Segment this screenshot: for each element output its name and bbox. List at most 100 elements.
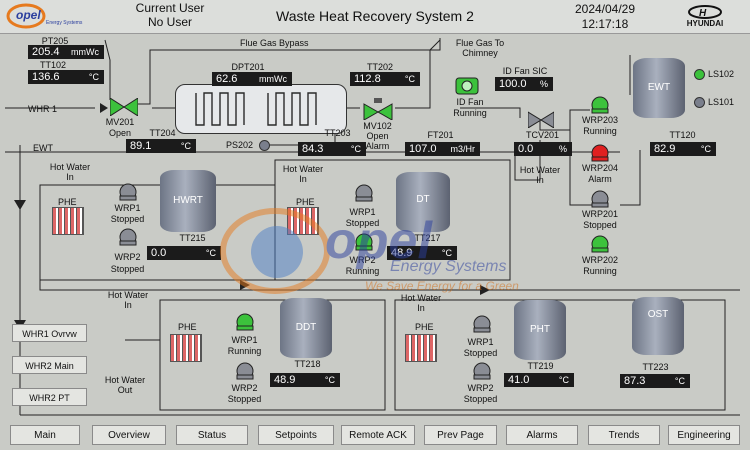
- wrp201-label: WRP201: [581, 209, 618, 219]
- dt-phe-label: PHE: [296, 197, 315, 207]
- mv102-state: Open: [366, 131, 389, 141]
- current-user-label: Current User: [135, 1, 205, 15]
- ddt-phe-label: PHE: [178, 322, 197, 332]
- tt202-display: 112.8°C: [350, 72, 420, 86]
- tt204-display: 89.1°C: [126, 139, 196, 153]
- nav-status-button[interactable]: Status: [176, 425, 248, 445]
- flue-gas-to-chimney-label: Flue Gas To Chimney: [455, 38, 505, 58]
- pht-wrp1-state: Stopped: [463, 348, 498, 358]
- right-hot-water-in: Hot Water In: [519, 165, 561, 185]
- dt-phe-exchanger[interactable]: [287, 207, 319, 235]
- wrp203-pump-icon[interactable]: [588, 96, 612, 114]
- page-title: Waste Heat Recovery System 2: [276, 8, 474, 24]
- ddt-wrp1-label: WRP1: [231, 335, 258, 345]
- ost-tt223-label: TT223: [642, 362, 669, 372]
- tt202-label: TT202: [366, 62, 393, 72]
- ps202-indicator: [259, 140, 270, 151]
- hwrt-wrp2-state: Stopped: [110, 264, 145, 274]
- pht-tank[interactable]: PHT: [514, 300, 566, 360]
- dt-wrp1-state: Stopped: [345, 218, 380, 228]
- wrp203-label: WRP203: [581, 115, 618, 125]
- id-fan-label: ID Fan: [456, 97, 484, 107]
- tcv201-valve-icon[interactable]: [528, 108, 554, 128]
- ddt-wrp2-pump-icon[interactable]: [233, 362, 257, 380]
- ost-tank[interactable]: OST: [632, 297, 684, 355]
- whr1-label: WHR 1: [28, 104, 57, 114]
- hwrt-wrp1-label: WRP1: [114, 203, 141, 213]
- header-bar: opel Energy Systems Current User No User…: [0, 0, 750, 34]
- nav-setpoints-button[interactable]: Setpoints: [258, 425, 334, 445]
- nav-whr2-main[interactable]: WHR2 Main: [12, 356, 87, 374]
- dt-tank[interactable]: DT: [396, 172, 450, 232]
- ls102-indicator: [694, 69, 705, 80]
- mv201-valve-icon[interactable]: [110, 98, 138, 116]
- wrp204-label: WRP204: [581, 163, 618, 173]
- nav-whr1-overview[interactable]: WHR1 Ovrvw: [12, 324, 87, 342]
- nav-trends-button[interactable]: Trends: [588, 425, 660, 445]
- hwrt-tt215-display: 0.0°C: [147, 246, 221, 260]
- tcv201-display: 0.0%: [514, 142, 572, 156]
- mv102-label: MV102: [363, 121, 392, 131]
- nav-engineering-button[interactable]: Engineering: [668, 425, 740, 445]
- pht-wrp1-pump-icon[interactable]: [470, 315, 494, 333]
- date-display: 2024/04/29: [574, 2, 636, 16]
- pht-phe-exchanger[interactable]: [405, 334, 437, 362]
- tt102-display: 136.6°C: [28, 70, 104, 84]
- dt-hot-water-in: Hot Water In: [282, 164, 324, 184]
- ls102-label: LS102: [708, 69, 735, 79]
- nav-overview-button[interactable]: Overview: [92, 425, 166, 445]
- mv102-valve-icon[interactable]: [362, 98, 394, 120]
- flue-gas-bypass-label: Flue Gas Bypass: [240, 38, 309, 48]
- dt-tt217-label: TT217: [414, 233, 441, 243]
- wrp201-state: Stopped: [583, 220, 617, 230]
- hyundai-logo: H HYUNDAI: [686, 5, 724, 28]
- svg-text:opel: opel: [16, 8, 41, 22]
- ddt-hot-water-out: Hot Water Out: [104, 375, 146, 395]
- hwrt-phe-exchanger[interactable]: [52, 207, 84, 235]
- wrp204-state: Alarm: [588, 174, 612, 184]
- hwrt-hot-water-in: Hot Water In: [49, 162, 91, 182]
- pht-wrp2-state: Stopped: [463, 394, 498, 404]
- dpt201-label: DPT201: [231, 62, 265, 72]
- pt205-label: PT205: [41, 36, 69, 46]
- wrp201-pump-icon[interactable]: [588, 190, 612, 208]
- nav-main-button[interactable]: Main: [10, 425, 80, 445]
- current-user-value: No User: [147, 15, 192, 29]
- nav-prev-page-button[interactable]: Prev Page: [424, 425, 497, 445]
- dt-wrp2-pump-icon[interactable]: [352, 233, 376, 251]
- pht-wrp2-pump-icon[interactable]: [470, 362, 494, 380]
- ls101-label: LS101: [708, 97, 735, 107]
- ddt-wrp1-pump-icon[interactable]: [233, 313, 257, 331]
- heat-exchanger-coil: [175, 84, 347, 134]
- ddt-tt218-label: TT218: [294, 359, 321, 369]
- time-display: 12:17:18: [581, 17, 629, 31]
- dt-wrp1-label: WRP1: [349, 207, 376, 217]
- hwrt-wrp1-pump-icon[interactable]: [116, 183, 140, 201]
- ps202-label: PS202: [226, 140, 254, 150]
- wrp202-pump-icon[interactable]: [588, 235, 612, 253]
- hwrt-wrp2-pump-icon[interactable]: [116, 228, 140, 246]
- wrp204-pump-icon[interactable]: [588, 144, 612, 162]
- nav-alarms-button[interactable]: Alarms: [506, 425, 578, 445]
- id-fan-icon[interactable]: [454, 76, 480, 96]
- dt-wrp1-pump-icon[interactable]: [352, 184, 376, 202]
- pht-phe-label: PHE: [415, 322, 434, 332]
- opel-logo: opel Energy Systems: [6, 3, 83, 29]
- tcv201-label: TCV201: [525, 130, 560, 140]
- pht-wrp1-label: WRP1: [467, 337, 494, 347]
- hwrt-tt215-label: TT215: [179, 233, 206, 243]
- id-fan-state: Running: [453, 108, 487, 118]
- nav-remote-ack-button[interactable]: Remote ACK: [341, 425, 415, 445]
- hwrt-tank[interactable]: HWRT: [160, 170, 216, 232]
- dt-tt217-display: 48.9°C: [387, 246, 457, 260]
- pht-hot-water-in: Hot Water In: [400, 293, 442, 313]
- nav-whr2-pt[interactable]: WHR2 PT: [12, 388, 87, 406]
- wrp202-state: Running: [583, 266, 617, 276]
- ewt-tank[interactable]: EWT: [633, 58, 685, 118]
- ddt-tank[interactable]: DDT: [280, 298, 332, 358]
- ddt-wrp1-state: Running: [227, 346, 262, 356]
- tt120-label: TT120: [669, 130, 696, 140]
- ddt-phe-exchanger[interactable]: [170, 334, 202, 362]
- ost-tt223-display: 87.3°C: [620, 374, 690, 388]
